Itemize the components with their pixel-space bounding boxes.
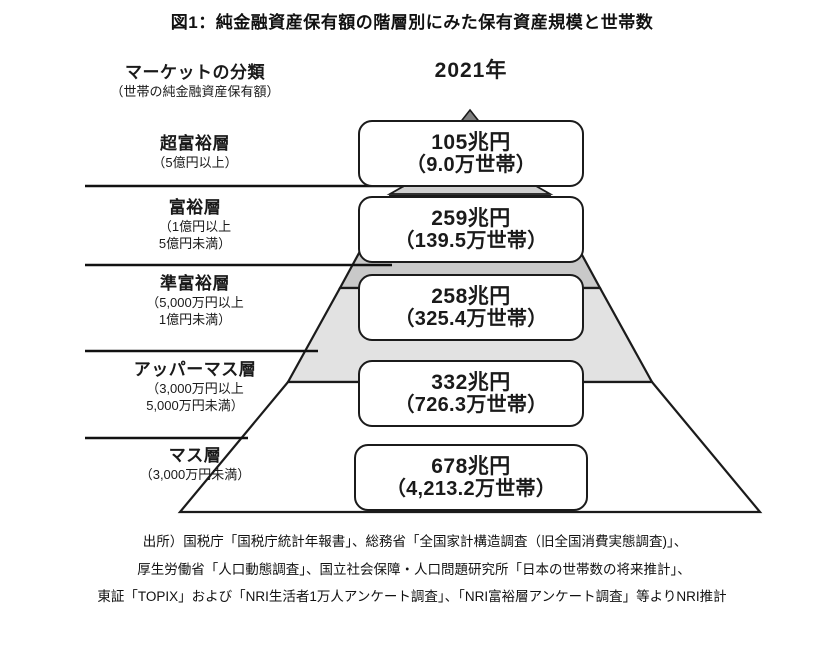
tier-range: （5億円以上） (152, 155, 238, 171)
tier-range: （3,000万円未満） (139, 467, 251, 483)
value-box-mass: 678兆円 （4,213.2万世帯） (354, 444, 588, 511)
tier-name: アッパーマス層 (133, 360, 257, 379)
value-assets: 105兆円 (431, 130, 511, 154)
value-box-junfuyu: 258兆円 （325.4万世帯） (358, 274, 584, 341)
tier-label-mass: マス層 （3,000万円未満） (60, 446, 330, 484)
source-note: 出所）国税庁「国税庁統計年報書」、総務省「全国家計構造調査（旧全国消費実態調査)… (0, 528, 824, 611)
value-households: （9.0万世帯） (405, 154, 537, 177)
tier-range: （3,000万円以上 5,000万円未満） (146, 381, 244, 414)
tier-range: （5,000万円以上 1億円未満） (146, 295, 244, 328)
value-households: （139.5万世帯） (394, 230, 548, 253)
value-assets: 258兆円 (431, 284, 511, 308)
year-caption: 2021年 (434, 59, 508, 82)
tier-name: 超富裕層 (160, 134, 230, 153)
value-box-chofuyu: 105兆円 （9.0万世帯） (358, 120, 584, 187)
value-assets: 259兆円 (431, 206, 511, 230)
tier-label-chofuyu: 超富裕層 （5億円以上） (60, 134, 330, 172)
legend-header: マーケットの分類 （世帯の純金融資産保有額） (60, 62, 330, 101)
tier-name: マス層 (168, 446, 222, 465)
tier-label-junfuyu: 準富裕層 （5,000万円以上 1億円未満） (60, 274, 330, 329)
tier-name: 準富裕層 (160, 274, 230, 293)
tier-label-uppermass: アッパーマス層 （3,000万円以上 5,000万円未満） (60, 360, 330, 415)
value-box-uppermass: 332兆円 （726.3万世帯） (358, 360, 584, 427)
value-box-fuyu: 259兆円 （139.5万世帯） (358, 196, 584, 263)
value-households: （726.3万世帯） (394, 394, 548, 417)
tier-label-fuyu: 富裕層 （1億円以上 5億円未満） (60, 198, 330, 253)
value-households: （325.4万世帯） (394, 308, 548, 331)
tier-range: （1億円以上 5億円未満） (158, 219, 232, 252)
value-households: （4,213.2万世帯） (385, 478, 557, 501)
source-line-2: 厚生労働省「人口動態調査」、国立社会保障・人口問題研究所「日本の世帯数の将来推計… (137, 561, 691, 577)
legend-subheading: （世帯の純金融資産保有額） (110, 84, 280, 100)
value-assets: 678兆円 (431, 454, 511, 478)
source-line-1: 出所）国税庁「国税庁統計年報書」、総務省「全国家計構造調査（旧全国消費実態調査)… (142, 534, 688, 549)
legend-heading: マーケットの分類 (125, 63, 265, 82)
source-line-3: 東証「TOPIX」および「NRI生活者1万人アンケート調査」、「NRI富裕層アン… (97, 589, 727, 605)
pyramid-band-top (386, 185, 554, 195)
tier-name: 富裕層 (168, 198, 222, 217)
value-assets: 332兆円 (431, 370, 511, 394)
figure-title: 図1：純金融資産保有額の階層別にみた保有資産規模と世帯数 (170, 13, 654, 32)
pyramid-chart: マーケットの分類 （世帯の純金融資産保有額） 2021年 超富裕層 （5億円以上… (0, 52, 824, 522)
